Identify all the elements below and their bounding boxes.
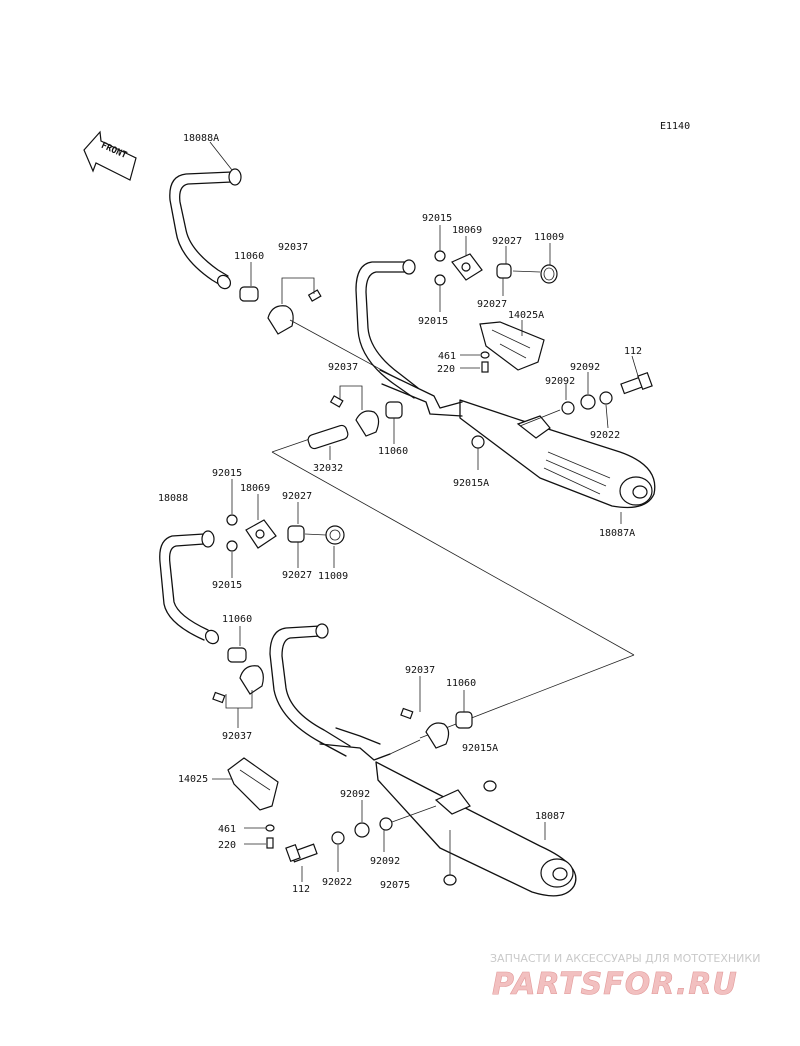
- collar-11060-c: [227, 647, 247, 663]
- diagram-code: E1140: [660, 121, 690, 132]
- label-18087: 18087: [535, 811, 565, 822]
- label-92015-low1: 92015: [212, 468, 242, 479]
- label-18069-top: 18069: [452, 225, 482, 236]
- collar-11060-a: [239, 286, 259, 302]
- label-11009-top: 11009: [534, 232, 564, 243]
- label-18087A: 18087A: [599, 528, 635, 539]
- flange-18069-top: [434, 250, 558, 286]
- label-92022-low: 92022: [322, 877, 352, 888]
- label-92015-top2: 92015: [418, 316, 448, 327]
- label-92037-b: 92037: [328, 362, 358, 373]
- clamp-92037-b: [307, 395, 403, 450]
- label-92075: 92075: [380, 880, 410, 891]
- label-112-top: 112: [624, 346, 642, 357]
- heat-shield-14025: [227, 757, 279, 811]
- label-92037-d: 92037: [405, 665, 435, 676]
- muffler-18087: [269, 623, 577, 897]
- watermark-tagline: ЗАПЧАСТИ И АКСЕССУАРЫ ДЛЯ МОТОТЕХНИКИ: [490, 952, 760, 965]
- bolt-461-220-top: [480, 351, 490, 373]
- label-92092-top2: 92092: [545, 376, 575, 387]
- clamp-92037-a: [267, 289, 322, 335]
- label-92027-low2: 92027: [282, 570, 312, 581]
- watermark-logo: PARTSFOR.RU: [492, 967, 738, 1002]
- label-461-low: 461: [218, 824, 236, 835]
- pipe-18088: [159, 530, 220, 645]
- heat-shield-14025A: [479, 321, 545, 371]
- label-92022-top: 92022: [590, 430, 620, 441]
- label-11060-d: 11060: [446, 678, 476, 689]
- label-14025: 14025: [178, 774, 208, 785]
- label-92037-c: 92037: [222, 731, 252, 742]
- label-92092-low1: 92092: [340, 789, 370, 800]
- label-92015A-low: 92015A: [462, 743, 498, 754]
- label-92027-top1: 92027: [492, 236, 522, 247]
- label-112-low: 112: [292, 884, 310, 895]
- clamp-92037-d: [400, 707, 473, 749]
- flange-18069-low: [226, 514, 345, 552]
- label-461-top: 461: [438, 351, 456, 362]
- bolt-461-220-low: [265, 824, 275, 849]
- bolt-112-top: [519, 371, 653, 427]
- label-220-top: 220: [437, 364, 455, 375]
- label-92015-top: 92015: [422, 213, 452, 224]
- label-92092-top1: 92092: [570, 362, 600, 373]
- label-92092-low2: 92092: [370, 856, 400, 867]
- label-18069-low: 18069: [240, 483, 270, 494]
- label-92027-top2: 92027: [477, 299, 507, 310]
- nut-upper-right: [483, 780, 497, 792]
- label-220-low: 220: [218, 840, 236, 851]
- label-92027-low1: 92027: [282, 491, 312, 502]
- label-11060-b: 11060: [378, 446, 408, 457]
- muffler-18087A: [355, 259, 656, 509]
- nut-92075: [443, 874, 457, 886]
- clamp-92037-c: [212, 665, 264, 704]
- label-18088A: 18088A: [183, 133, 219, 144]
- nut-92015A-top: [471, 435, 485, 449]
- label-92037-a: 92037: [278, 242, 308, 253]
- label-32032: 32032: [313, 463, 343, 474]
- label-11060-a: 11060: [234, 251, 264, 262]
- label-14025A: 14025A: [508, 310, 544, 321]
- label-11009-low: 11009: [318, 571, 348, 582]
- pipe-18088A: [169, 168, 242, 290]
- label-92015A-top: 92015A: [453, 478, 489, 489]
- label-11060-c: 11060: [222, 614, 252, 625]
- label-92015-low2: 92015: [212, 580, 242, 591]
- bolt-112-low: [285, 805, 437, 863]
- label-18088: 18088: [158, 493, 188, 504]
- front-arrow-icon: FRONT: [83, 130, 137, 181]
